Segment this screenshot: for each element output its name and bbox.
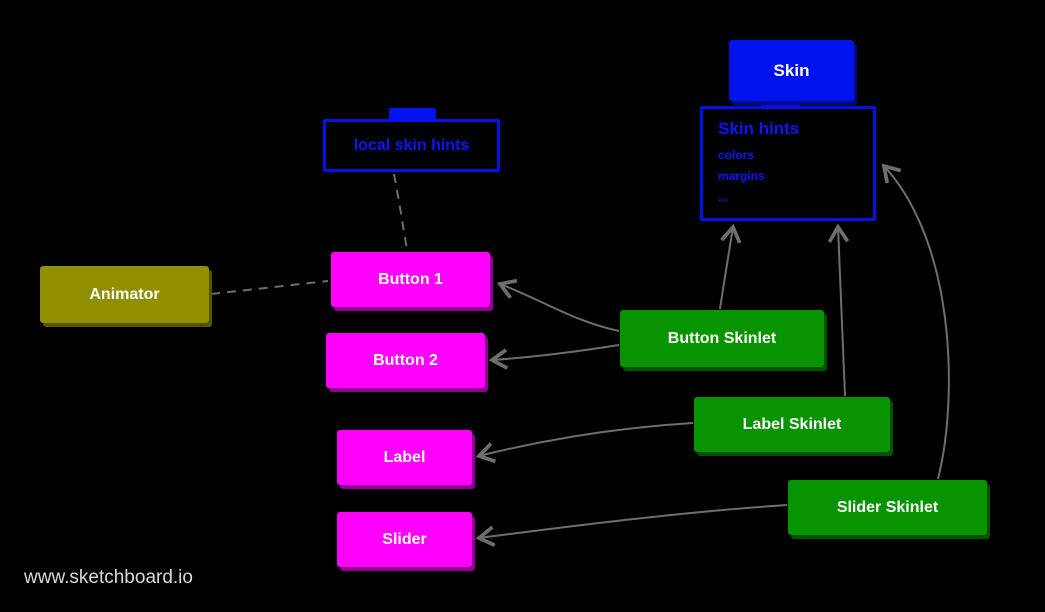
- node-skin[interactable]: Skin: [729, 40, 854, 101]
- node-slider-label: Slider: [382, 530, 427, 548]
- node-slider[interactable]: Slider: [337, 512, 472, 567]
- node-button1[interactable]: Button 1: [331, 252, 490, 307]
- local-skin-hints-tab: [389, 108, 436, 122]
- node-label-label: Label: [383, 448, 426, 466]
- node-label-skinlet-label: Label Skinlet: [742, 415, 842, 433]
- edge-button-skinlet-to-button2: [488, 344, 620, 370]
- node-slider-skinlet-label: Slider Skinlet: [836, 498, 939, 516]
- node-local-skin-hints-label: local skin hints: [353, 136, 470, 154]
- node-label-skinlet[interactable]: Label Skinlet: [694, 397, 890, 452]
- edge-local-skin-hints-to-button1: [393, 173, 408, 251]
- skin-hints-item-colors: colors: [718, 148, 755, 162]
- edge-label-skinlet-to-skin-hints: [827, 223, 850, 397]
- node-button-skinlet[interactable]: Button Skinlet: [620, 310, 824, 367]
- edge-slider-skinlet-to-skin-hints: [881, 163, 950, 480]
- node-button2-label: Button 2: [373, 351, 438, 369]
- node-button2[interactable]: Button 2: [326, 333, 485, 388]
- node-local-skin-hints[interactable]: local skin hints: [323, 119, 500, 172]
- node-skin-label: Skin: [773, 60, 810, 80]
- node-animator-label: Animator: [89, 285, 160, 303]
- skin-hints-item-margins: margins: [718, 169, 765, 183]
- edge-slider-skinlet-to-slider: [475, 504, 788, 547]
- node-slider-skinlet[interactable]: Slider Skinlet: [788, 480, 987, 535]
- node-button1-label: Button 1: [378, 270, 443, 288]
- skin-hints-item-ellipsis: ...: [718, 190, 729, 204]
- edge-animator-to-button1: [210, 280, 329, 295]
- edge-label-skinlet-to-label: [475, 422, 694, 464]
- node-label[interactable]: Label: [337, 430, 472, 485]
- node-animator[interactable]: Animator: [40, 266, 209, 323]
- skin-hints-title: Skin hints: [718, 119, 800, 138]
- edge-button-skinlet-to-skin-hints: [719, 223, 742, 310]
- node-button-skinlet-label: Button Skinlet: [667, 329, 777, 347]
- node-skin-hints[interactable]: Skin hints colors margins ...: [700, 106, 876, 221]
- sketchboard-watermark: www.sketchboard.io: [24, 567, 193, 588]
- edge-button-skinlet-to-button1: [496, 278, 620, 332]
